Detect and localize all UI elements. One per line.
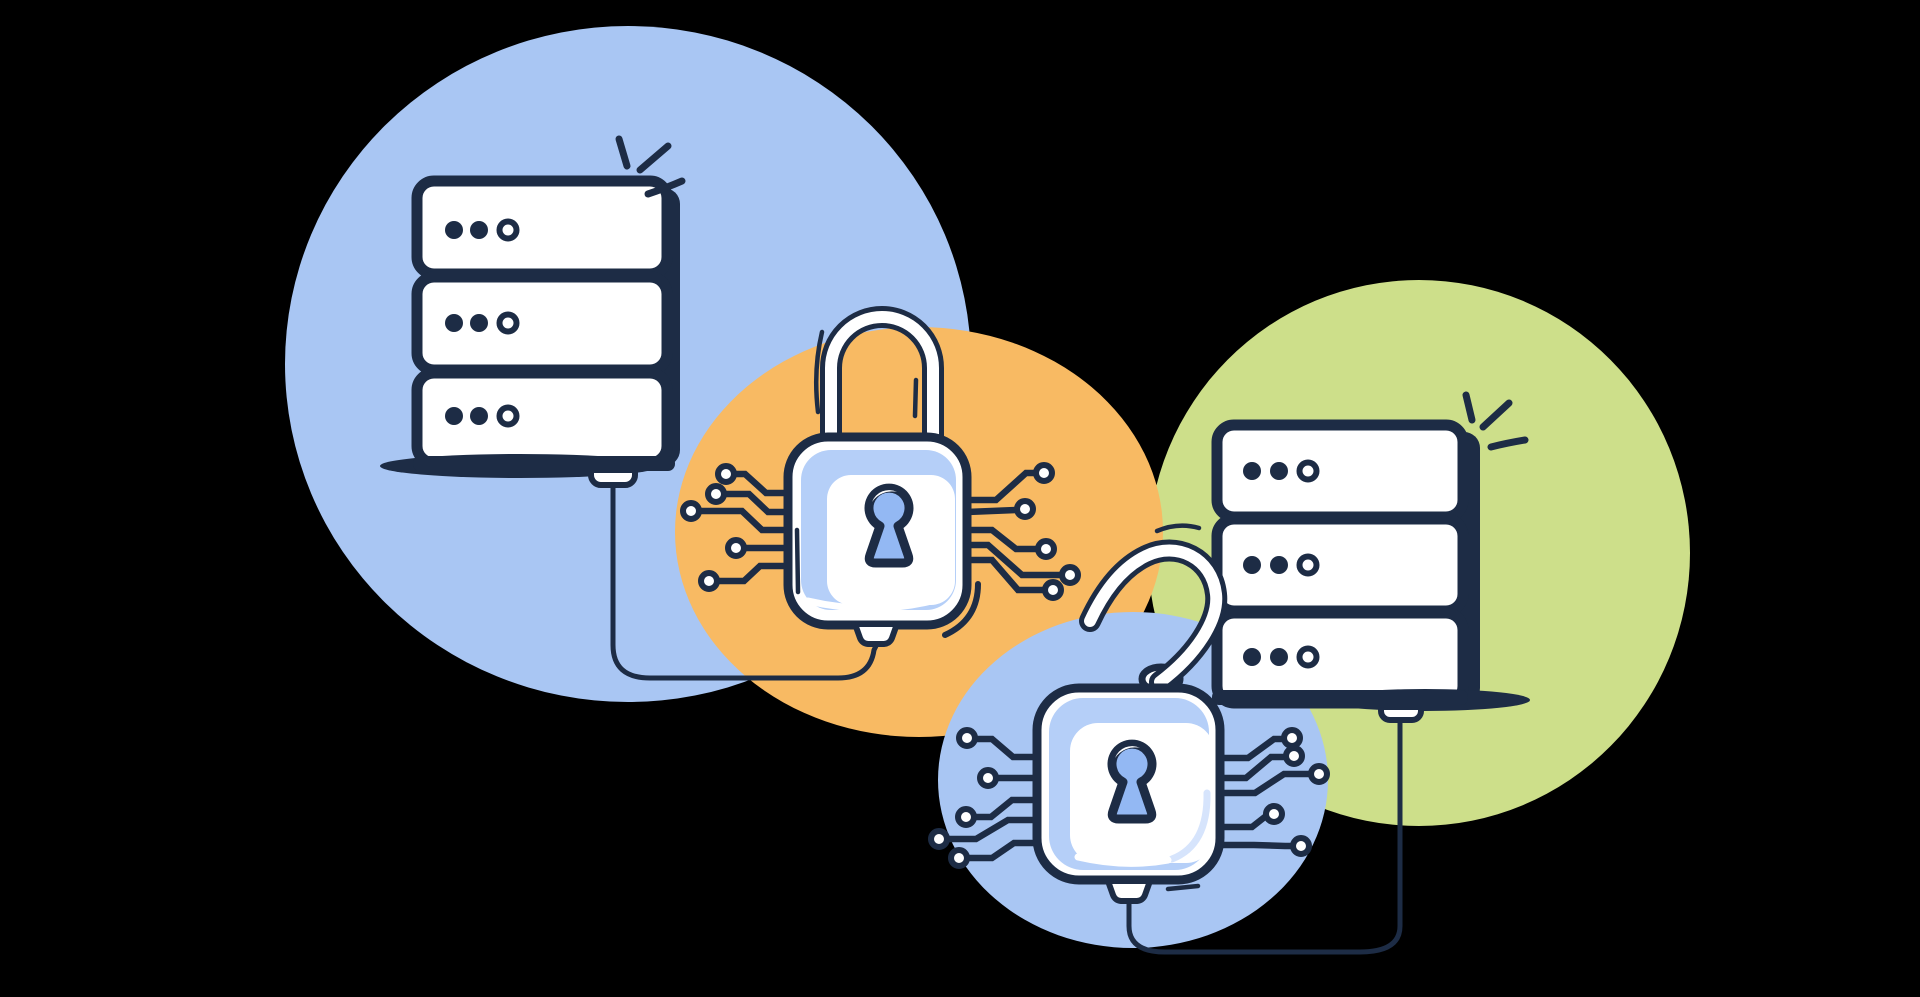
circuit-node-icon (955, 806, 977, 828)
shackle-closed-fill (825, 311, 939, 448)
circuit-node-icon (1308, 763, 1330, 785)
led-icon (1243, 648, 1261, 666)
led-icon (1270, 556, 1288, 574)
led-icon (1243, 556, 1261, 574)
circuit-node-icon (1059, 564, 1081, 586)
shackle-accent-line (912, 377, 919, 419)
keyhole-highlight (872, 490, 897, 502)
led-icon (470, 221, 488, 239)
locked-padlock (680, 306, 1081, 647)
led-ring-icon (1296, 459, 1320, 483)
circuit-node-icon (1033, 462, 1055, 484)
circuit-traces-left (680, 463, 788, 592)
led-ring-icon (496, 218, 520, 242)
led-ring-icon (496, 311, 520, 335)
led-ring-icon (1296, 553, 1320, 577)
circuit-node-icon (977, 767, 999, 789)
led-ring-icon (496, 404, 520, 428)
panel-highlight (1074, 853, 1172, 867)
panel-highlight (1168, 789, 1211, 863)
circuit-node-icon (928, 828, 950, 850)
circuit-node-icon (1263, 803, 1285, 825)
led-icon (445, 314, 463, 332)
keyhole-highlight (1115, 746, 1140, 758)
shackle-accent-line (1154, 523, 1202, 534)
cable-plug (850, 621, 902, 647)
right-server-stack (1126, 391, 1530, 955)
circuit-node-icon (1290, 835, 1312, 857)
led-icon (470, 314, 488, 332)
sparkle-icon (615, 135, 686, 198)
unlocked-padlock (928, 523, 1330, 904)
cable-plug (1103, 878, 1155, 904)
sparkle-icon (1462, 391, 1529, 451)
server-base (1212, 690, 1468, 705)
led-icon (445, 221, 463, 239)
circuit-node-icon (698, 570, 720, 592)
keyhole-icon (864, 483, 914, 568)
circuit-node-icon (715, 463, 737, 485)
circuit-node-icon (705, 483, 727, 505)
shackle-open-fill (1084, 544, 1223, 688)
shackle-accent-line (813, 329, 825, 415)
cable-server-to-locked-padlock (610, 485, 879, 681)
circuit-traces-right (1220, 727, 1330, 857)
circuit-node-icon (1035, 538, 1057, 560)
panel-highlight (804, 596, 940, 612)
keyhole-icon (1107, 739, 1157, 824)
led-icon (470, 407, 488, 425)
led-ring-icon (1296, 645, 1320, 669)
circuit-node-icon (948, 847, 970, 869)
circuit-node-icon (725, 537, 747, 559)
circuit-node-icon (1281, 727, 1303, 749)
led-icon (1243, 462, 1261, 480)
body-echo-curve (942, 581, 981, 638)
led-icon (445, 407, 463, 425)
led-icon (1270, 462, 1288, 480)
circuit-node-icon (1042, 579, 1064, 601)
body-accent-line (794, 527, 801, 595)
circuit-node-icon (956, 727, 978, 749)
plug-accent-line (1165, 883, 1201, 892)
cable-plug (588, 467, 638, 488)
circuit-node-icon (1014, 498, 1036, 520)
left-server-stack (380, 135, 879, 681)
circuit-node-icon (1283, 745, 1305, 767)
circuit-node-icon (680, 500, 702, 522)
circuit-traces-left (928, 727, 1037, 869)
circuit-traces-right (966, 462, 1081, 601)
cable-server-to-unlocked-padlock (1126, 722, 1403, 955)
led-icon (1270, 648, 1288, 666)
cable-plug (1378, 704, 1424, 723)
